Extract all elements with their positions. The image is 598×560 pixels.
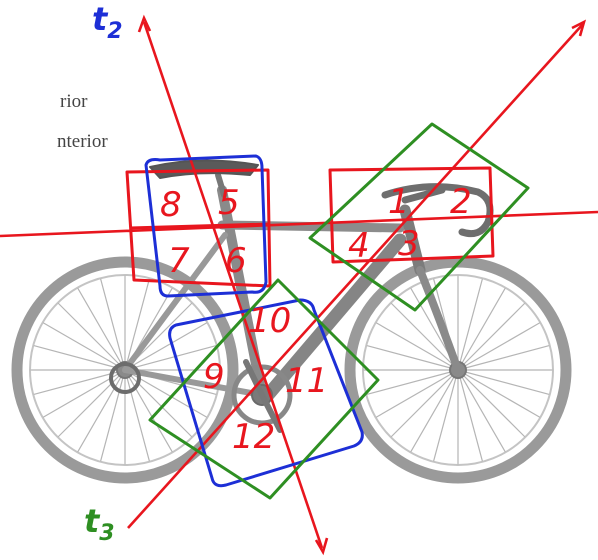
red-box-front: [328, 166, 495, 264]
blue-box-bottom: [168, 298, 364, 488]
wheel-spoke: [124, 369, 173, 452]
region-label-2: 2: [450, 182, 472, 222]
wheel-spoke: [390, 369, 459, 438]
red-box-rear: [125, 168, 272, 288]
region-label-12: 12: [232, 417, 275, 457]
blue-boxes: [144, 154, 364, 488]
region-label-9: 9: [203, 357, 225, 397]
t3-axis-line: [127, 23, 584, 529]
wheel-spoke: [376, 369, 459, 418]
wheel-spoke: [100, 369, 126, 462]
wheel-spoke: [366, 369, 459, 395]
wheel-spoke: [33, 345, 126, 371]
region-label-8: 8: [160, 185, 182, 225]
wheel-spoke: [457, 345, 550, 371]
region-label-6: 6: [225, 241, 247, 281]
wheel-spoke: [457, 369, 526, 438]
wheel-spoke: [457, 278, 483, 371]
wheel-spoke: [410, 369, 459, 452]
t3-arrowhead: [571, 19, 587, 37]
horizontal-axis-line: [0, 210, 598, 238]
t2-arrowhead: [137, 14, 152, 33]
wheel-spoke: [124, 345, 217, 371]
wheel-spoke: [124, 322, 207, 371]
wheel-spoke: [433, 369, 459, 462]
green-box-front: [308, 122, 530, 312]
t3-label: t3: [84, 502, 115, 546]
wheel-spoke: [366, 345, 459, 371]
wheel-spoke: [57, 369, 126, 438]
wheel-spoke: [457, 302, 526, 371]
region-label-4: 4: [348, 226, 370, 266]
blue-box-top: [144, 154, 268, 298]
region-label-10: 10: [248, 301, 291, 341]
wheel-spoke: [77, 288, 126, 371]
region-label-7: 7: [168, 241, 190, 281]
partial-text-line1: rior: [60, 91, 88, 112]
wheel-spoke: [390, 302, 459, 371]
region-label-11: 11: [285, 361, 328, 401]
wheel-spoke: [42, 322, 126, 371]
bicycle-icon: [11, 159, 572, 484]
region-label-1: 1: [388, 182, 410, 222]
wheel-spoke: [124, 369, 150, 462]
wheel-spoke: [457, 369, 550, 395]
t2-label: t2: [92, 0, 123, 44]
wheel-spoke: [124, 278, 150, 371]
region-label-5: 5: [218, 183, 240, 223]
axis-labels: t2 t3: [84, 0, 123, 546]
wheel-spoke: [457, 288, 506, 371]
wheel-spoke: [100, 278, 126, 371]
wheel-spoke: [457, 369, 541, 418]
wheel-spoke: [77, 369, 126, 452]
region-labels: 8 5 7 6 1 2 4 3 10 9 11 12: [160, 182, 472, 457]
wheel-spoke: [457, 369, 506, 452]
wheel-spoke: [124, 369, 193, 438]
wheel-spoke: [457, 322, 541, 371]
wheel-spoke: [376, 322, 459, 371]
region-label-3: 3: [398, 224, 420, 264]
rear-wheel: [11, 256, 239, 484]
wheel-spoke: [457, 369, 483, 462]
t2-bottom-arrowhead: [314, 537, 329, 556]
green-boxes: [148, 122, 530, 500]
wheel-spoke: [57, 302, 126, 371]
green-box-middle: [148, 278, 380, 500]
partial-text-line2: nterior: [57, 131, 108, 152]
